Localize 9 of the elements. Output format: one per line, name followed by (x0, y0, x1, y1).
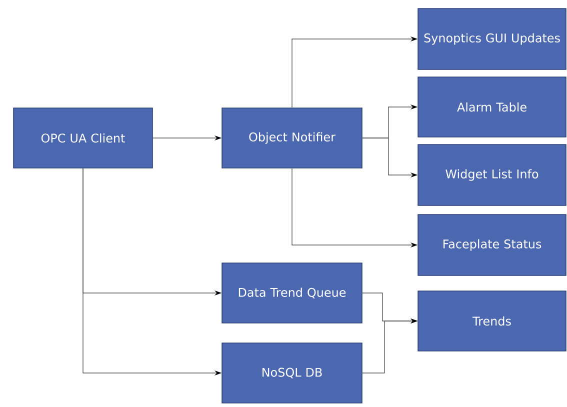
process-box: Data Trend Queue (222, 262, 362, 324)
process-box: NoSQL DB (222, 342, 362, 404)
process-box: Object Notifier (222, 108, 362, 168)
process-box: OPC UA Client (13, 108, 153, 168)
process-box: Trends (418, 290, 566, 352)
process-box: Synoptics GUI Updates (418, 8, 566, 70)
process-box: Faceplate Status (418, 214, 566, 276)
process-box: Alarm Table (418, 76, 566, 138)
process-box: Widget List Info (418, 144, 566, 206)
